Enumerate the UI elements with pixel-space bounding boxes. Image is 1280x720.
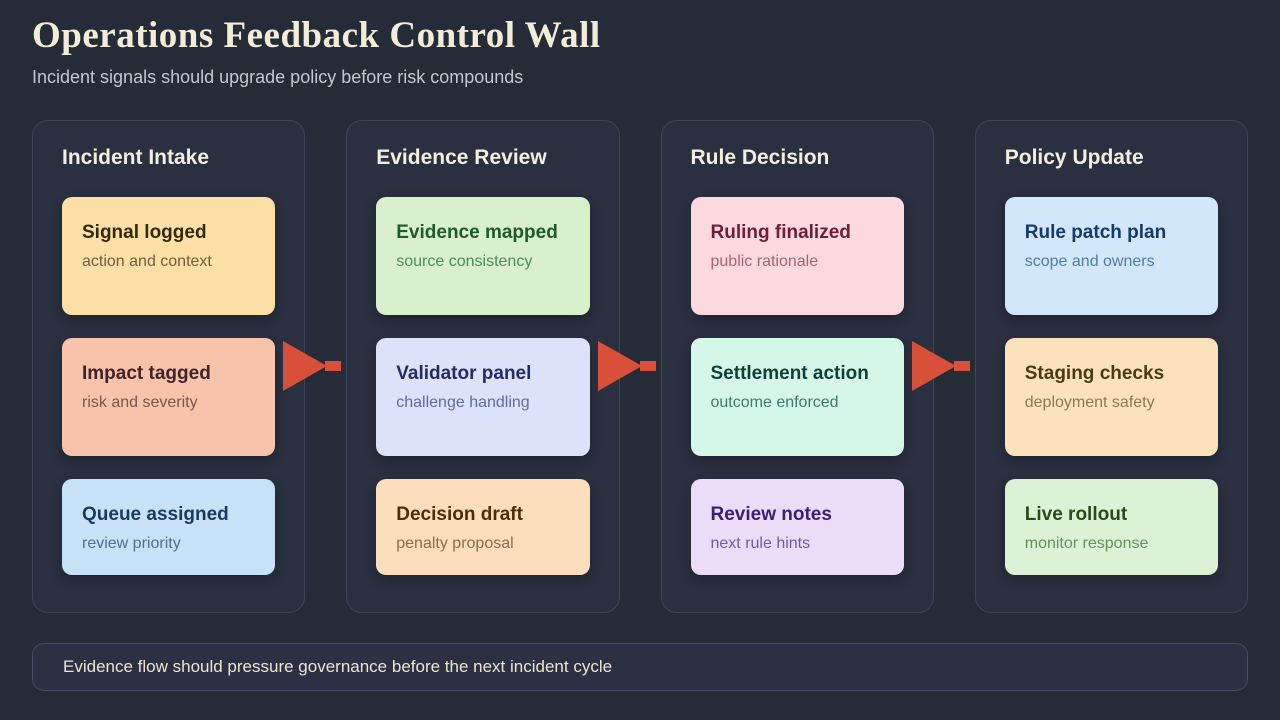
card-title: Ruling finalized	[710, 222, 851, 243]
arrow-right-icon	[598, 341, 656, 391]
card-list: Signal logged action and context Impact …	[62, 197, 276, 575]
footer-note: Evidence flow should pressure governance…	[63, 657, 613, 676]
card-title: Evidence mapped	[396, 222, 558, 243]
card-subtitle: outcome enforced	[710, 394, 839, 411]
card-subtitle: public rationale	[710, 253, 819, 270]
column-rule-decision: Rule Decision Ruling finalized public ra…	[660, 120, 934, 613]
column-title: Policy Update	[1004, 146, 1144, 169]
card-subtitle: scope and owners	[1024, 253, 1155, 270]
card-list: Ruling finalized public rationale Settle…	[690, 197, 904, 575]
card: Live rollout monitor response	[1004, 479, 1218, 575]
card-subtitle: next rule hints	[710, 535, 811, 552]
card: Impact tagged risk and severity	[62, 338, 276, 456]
page-header: Operations Feedback Control Wall Inciden…	[0, 0, 1280, 88]
card-title: Decision draft	[396, 504, 523, 525]
card: Staging checks deployment safety	[1004, 338, 1218, 456]
arrow-right-icon	[283, 341, 341, 391]
card-list: Rule patch plan scope and owners Staging…	[1004, 197, 1218, 575]
card-subtitle: deployment safety	[1024, 394, 1155, 411]
card-title: Impact tagged	[82, 363, 211, 384]
card: Evidence mapped source consistency	[376, 197, 590, 315]
card-title: Live rollout	[1024, 504, 1128, 525]
card-subtitle: review priority	[82, 535, 181, 552]
page-title: Operations Feedback Control Wall	[32, 15, 601, 56]
card-title: Settlement action	[710, 363, 869, 384]
card-subtitle: risk and severity	[82, 394, 198, 411]
card-title: Queue assigned	[82, 504, 229, 525]
card-title: Signal logged	[82, 222, 207, 243]
card-subtitle: action and context	[82, 253, 212, 270]
card-title: Validator panel	[396, 363, 532, 384]
column-title: Rule Decision	[690, 146, 830, 169]
card-title: Rule patch plan	[1024, 222, 1167, 243]
card: Queue assigned review priority	[62, 479, 276, 575]
column-title: Evidence Review	[376, 146, 547, 169]
column-incident-intake: Incident Intake Signal logged action and…	[32, 120, 306, 613]
card-subtitle: monitor response	[1024, 535, 1149, 552]
column-policy-update: Policy Update Rule patch plan scope and …	[974, 120, 1248, 613]
column-title: Incident Intake	[62, 146, 210, 169]
card-title: Review notes	[710, 504, 832, 525]
card: Rule patch plan scope and owners	[1004, 197, 1218, 315]
card: Validator panel challenge handling	[376, 338, 590, 456]
card-subtitle: source consistency	[396, 253, 533, 270]
footer-banner: Evidence flow should pressure governance…	[32, 643, 1248, 691]
card: Signal logged action and context	[62, 197, 276, 315]
card: Review notes next rule hints	[690, 479, 904, 575]
card: Settlement action outcome enforced	[690, 338, 904, 456]
card-title: Staging checks	[1024, 363, 1165, 384]
card: Decision draft penalty proposal	[376, 479, 590, 575]
column-evidence-review: Evidence Review Evidence mapped source c…	[346, 120, 620, 613]
page-subtitle: Incident signals should upgrade policy b…	[32, 67, 524, 87]
flow-board: Incident Intake Signal logged action and…	[32, 120, 1248, 613]
card-list: Evidence mapped source consistency Valid…	[376, 197, 590, 575]
card-subtitle: penalty proposal	[396, 535, 514, 552]
card: Ruling finalized public rationale	[690, 197, 904, 315]
card-subtitle: challenge handling	[396, 394, 530, 411]
arrow-right-icon	[912, 341, 970, 391]
